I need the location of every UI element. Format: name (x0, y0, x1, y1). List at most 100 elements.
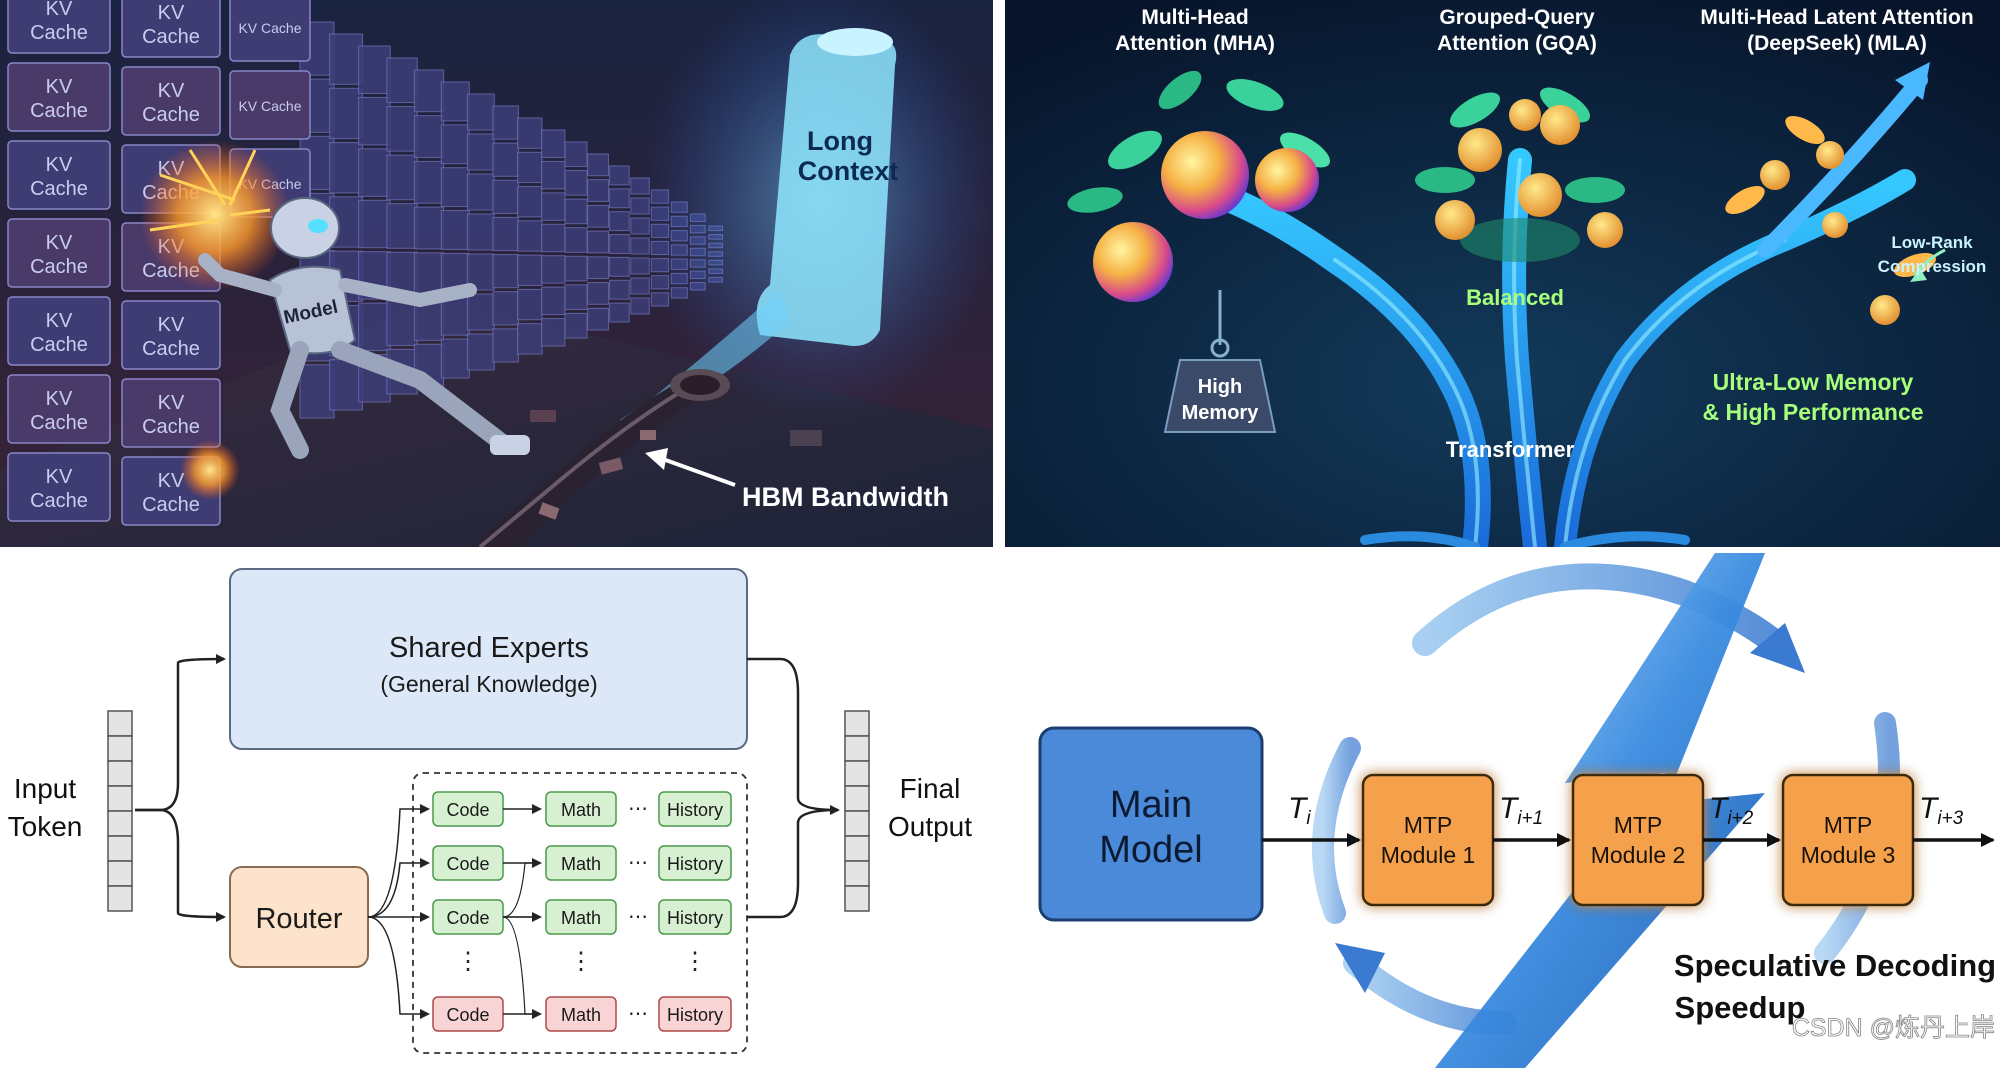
hbm-pipe (470, 369, 822, 547)
shared-experts-title: Shared Experts (389, 632, 589, 664)
shared-experts-subtitle: (General Knowledge) (380, 671, 597, 697)
hbm-bandwidth-callout: HBM Bandwidth (645, 448, 949, 512)
main-model-line2: Model (1099, 829, 1203, 871)
mtp-module-3-line2: Module 3 (1801, 842, 1896, 868)
kv-cache-label: Cache (142, 338, 200, 360)
kv-cache-label: KV Cache (238, 20, 301, 36)
kv-cache-label: Cache (142, 104, 200, 126)
high-memory-line1: High (1198, 376, 1242, 398)
main-model-box (1038, 726, 1264, 922)
expert-label: History (667, 800, 723, 820)
final-output-line1: Final (900, 773, 961, 804)
expert-label: History (667, 1005, 723, 1025)
kv-cache-block (121, 0, 221, 58)
ellipsis: ⋯ (628, 906, 648, 928)
token-ti2: Ti+2 (1709, 792, 1754, 829)
gqa-title-line2: Attention (GQA) (1437, 32, 1597, 55)
mtp-diagram-svg: Main Model MTP Module 1 MTP Module 2 MTP… (1038, 553, 1996, 1068)
output-vector (844, 710, 870, 912)
long-context-line2: Context (798, 156, 899, 186)
input-token-line1: Input (14, 773, 76, 804)
input-vector-cell (107, 885, 133, 912)
ellipsis: ⋯ (628, 798, 648, 820)
main-model-line1: Main (1110, 784, 1192, 826)
mla-title-line2: (DeepSeek) (MLA) (1747, 32, 1927, 55)
kv-cache-label: Cache (142, 494, 200, 516)
input-vector-cell (107, 760, 133, 787)
gqa-branch (1415, 87, 1625, 262)
kv-cache-block (7, 218, 111, 288)
expert-connection (502, 916, 540, 1015)
moe-diagram: Input Token Final Output Shared Experts … (0, 553, 993, 1068)
ellipsis: ⋯ (628, 1003, 648, 1025)
kv-cache-label: Cache (142, 416, 200, 438)
mtp-module-2-box (1571, 773, 1705, 907)
mha-branch: High Memory (1067, 70, 1330, 433)
expert-box (658, 899, 732, 935)
gqa-title-line1: Grouped-Query (1439, 6, 1595, 29)
kv-cache-block (7, 0, 111, 54)
kv-cache-label: KV (158, 314, 185, 336)
routed-experts-container (412, 772, 748, 1054)
kv-cache-label: Cache (30, 490, 88, 512)
expert-box (545, 791, 617, 827)
expert-connection (502, 862, 540, 918)
expert-label: Math (561, 908, 601, 928)
expert-label: Math (561, 1005, 601, 1025)
output-vector-cell (844, 710, 870, 737)
moe-diagram-svg: Input Token Final Output Shared Experts … (8, 568, 972, 1054)
mtp-module-2-line1: MTP (1614, 812, 1663, 838)
output-vector-cell (844, 785, 870, 812)
input-vector-cell (107, 860, 133, 887)
kv-cache-label: KV Cache (238, 98, 301, 114)
final-output-line2: Output (888, 811, 972, 842)
kv-cache-block (121, 378, 221, 448)
attention-tree-illustration: Multi-Head Attention (MHA) Grouped-Query… (1005, 0, 2000, 547)
low-rank-line1: Low-Rank (1891, 233, 1973, 252)
input-vector-cell (107, 710, 133, 737)
input-token-line2: Token (8, 811, 83, 842)
kv-cache-label: KV (46, 388, 73, 410)
token-ti: Ti (1288, 792, 1311, 829)
apple-large (1161, 131, 1249, 219)
mtp-module-2-line2: Module 2 (1591, 842, 1686, 868)
mtp-diagram: Main Model MTP Module 1 MTP Module 2 MTP… (1005, 553, 2000, 1068)
mla-branch (1725, 62, 1946, 325)
ellipsis: ⋯ (628, 852, 648, 874)
router-connection (367, 916, 430, 1019)
kv-cache-block (121, 300, 221, 370)
input-vector-cell (107, 810, 133, 837)
output-vector-cell (844, 835, 870, 862)
expert-label: Code (446, 854, 489, 874)
output-vector-cell (844, 810, 870, 837)
kv-cache-label: KV (46, 310, 73, 332)
kv-cache-label: KV (46, 0, 73, 20)
expert-box (658, 996, 732, 1032)
kv-cache-block (7, 452, 111, 522)
kv-cache-block (229, 70, 311, 140)
high-memory-weight (1163, 359, 1277, 433)
kv-cache-block (7, 296, 111, 366)
kv-cache-label: KV (46, 232, 73, 254)
mtp-module-3-line1: MTP (1824, 812, 1873, 838)
vertical-ellipsis: ⋮ (456, 948, 480, 975)
router-connection (367, 858, 430, 918)
expert-box (545, 899, 617, 935)
long-context-line1: Long (807, 126, 873, 156)
token-ti1: Ti+1 (1499, 792, 1543, 829)
kv-cache-block (7, 140, 111, 210)
kv-cache-label: Cache (30, 256, 88, 278)
output-vector-cell (844, 860, 870, 887)
speculative-decoding-line1: Speculative Decoding (1674, 948, 1996, 983)
expert-label: Code (446, 800, 489, 820)
kv-cache-label: Cache (30, 100, 88, 122)
ultra-low-memory-line2: & High Performance (1702, 399, 1923, 425)
long-context-scroll: Long Context (620, 28, 898, 430)
kv-cache-label: Cache (30, 22, 88, 44)
mtp-module-3-box (1781, 773, 1915, 907)
expert-label: History (667, 854, 723, 874)
transformer-label: Transformer (1446, 437, 1575, 462)
output-vector-cell (844, 760, 870, 787)
mha-title-line1: Multi-Head (1141, 6, 1248, 29)
